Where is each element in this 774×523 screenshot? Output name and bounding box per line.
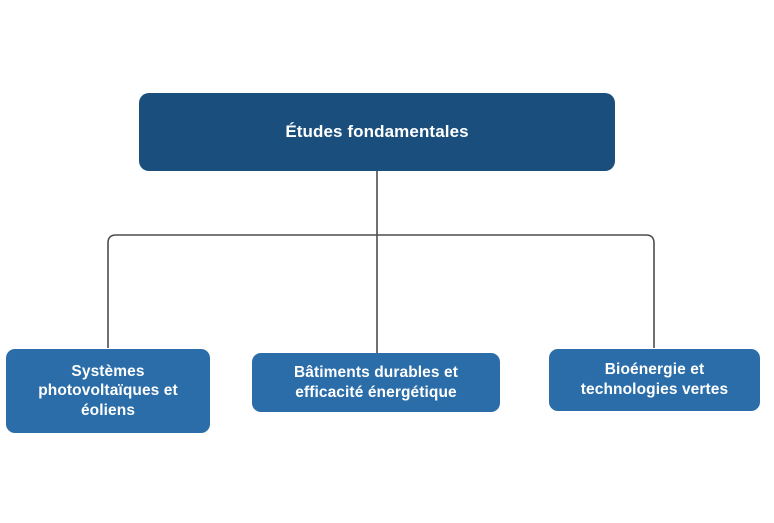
- node-child-systemes-photovoltaiques[interactable]: Systèmes photovoltaïques et éoliens: [6, 349, 210, 433]
- node-child-bioenergie[interactable]: Bioénergie et technologies vertes: [549, 349, 760, 411]
- node-root-etudes-fondamentales[interactable]: Études fondamentales: [139, 93, 615, 171]
- connector-bus-right: [377, 234, 655, 348]
- node-child-label: Bioénergie et technologies vertes: [580, 361, 729, 398]
- node-child-label: Systèmes photovoltaïques et éoliens: [38, 362, 178, 419]
- connector-bus-left: [107, 234, 377, 348]
- node-root-label: Études fondamentales: [285, 122, 469, 142]
- node-child-label: Bâtiments durables et efficacité énergét…: [293, 363, 459, 401]
- node-child-batiments-durables[interactable]: Bâtiments durables et efficacité énergét…: [252, 353, 500, 412]
